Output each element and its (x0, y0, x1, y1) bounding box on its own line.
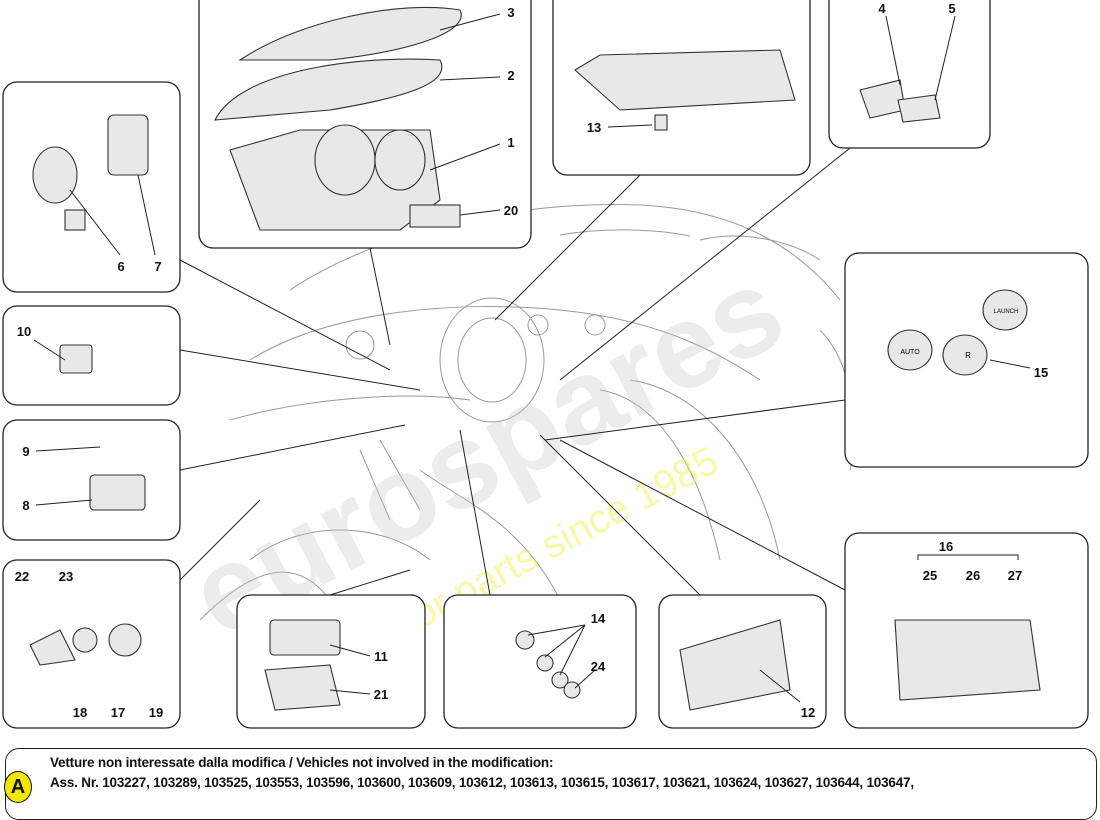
note-badge: A (4, 771, 32, 803)
callout-16: 16 (939, 539, 953, 554)
parts-diagram: eurospares a passion for parts since 198… (2, 0, 1089, 729)
callout-6: 6 (117, 259, 124, 274)
callout-lines (33, 13, 1031, 703)
note-line-2: Ass. Nr. 103227, 103289, 103525, 103553,… (50, 775, 914, 790)
callout-27: 27 (1008, 568, 1022, 583)
callout-9: 9 (22, 444, 29, 459)
callout-10: 10 (17, 324, 31, 339)
callout-5: 5 (948, 1, 955, 16)
callout-20: 20 (504, 203, 518, 218)
callout-15: 15 (1034, 365, 1048, 380)
callout-25: 25 (923, 568, 937, 583)
callout-21: 21 (374, 687, 388, 702)
callout-3: 3 (507, 5, 514, 20)
callout-24: 24 (591, 659, 606, 674)
svg-text:LAUNCH: LAUNCH (994, 309, 1019, 315)
callout-26: 26 (966, 568, 980, 583)
modification-note: A Vetture non interessate dalla modifica… (4, 748, 1097, 820)
callout-4: 4 (878, 1, 886, 16)
svg-text:AUTO: AUTO (900, 349, 920, 356)
callout-numbers: 3 2 1 20 13 4 5 6 7 10 9 8 22 23 18 17 1… (15, 1, 1048, 720)
callout-19: 19 (149, 705, 163, 720)
callout-17: 17 (111, 705, 125, 720)
car-interior-sketch (199, 204, 855, 621)
svg-text:R: R (965, 351, 971, 360)
callout-7: 7 (154, 259, 161, 274)
callout-23: 23 (59, 569, 73, 584)
callout-22: 22 (15, 569, 29, 584)
callout-11: 11 (374, 649, 388, 664)
part-drawings: AUTO R LAUNCH (29, 6, 1041, 711)
callout-8: 8 (22, 498, 29, 513)
callout-1: 1 (507, 135, 514, 150)
callout-13: 13 (587, 120, 601, 135)
note-line-1: Vetture non interessate dalla modifica /… (50, 755, 554, 770)
callout-2: 2 (507, 68, 514, 83)
callout-14: 14 (591, 611, 606, 626)
callout-18: 18 (73, 705, 87, 720)
callout-12: 12 (801, 705, 815, 720)
box-switches-top (828, 0, 991, 149)
box-window-switch (236, 594, 426, 729)
leader-lines (179, 147, 851, 596)
